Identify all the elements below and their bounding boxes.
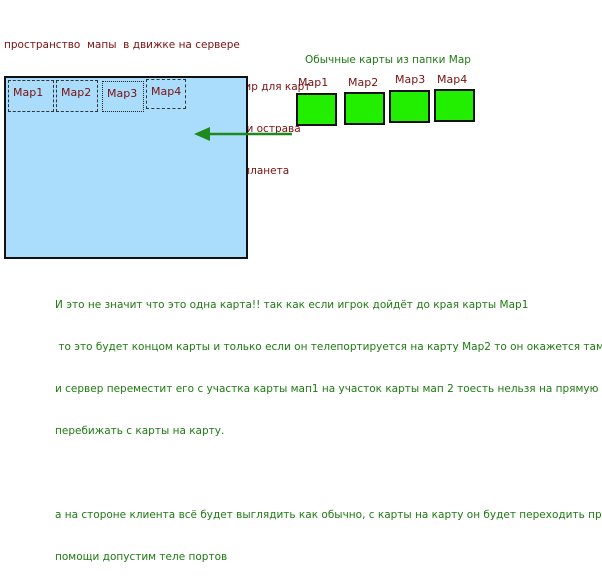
normal-map-label: Map4 <box>437 73 468 86</box>
server-sub-map-label: Map2 <box>61 86 92 99</box>
normal-map-label: Map3 <box>395 73 426 86</box>
server-sub-map-label: Map1 <box>13 86 44 99</box>
normal-map-box-4 <box>434 89 475 122</box>
server-sub-map-1: Map1 <box>8 80 54 112</box>
server-sub-map-4: Map4 <box>146 79 186 109</box>
normal-map-box-3 <box>389 90 430 123</box>
bottom-line: перебижать с карты на карту. <box>55 425 225 437</box>
bottom-line <box>55 466 602 480</box>
bottom-line: и сервер переместит его с участка карты … <box>55 383 599 395</box>
bottom-line: то это будет концом карты и только если … <box>55 341 602 353</box>
bottom-line: помощи допустим теле портов <box>55 551 228 563</box>
normal-map-box-1 <box>296 93 337 126</box>
normal-map-label: Map1 <box>298 76 329 89</box>
normal-maps-title: Обычные карты из папки Map <box>305 54 471 66</box>
server-sub-map-3: Map3 <box>102 81 144 112</box>
server-sub-map-label: Map3 <box>107 87 138 100</box>
bottom-description: И это не значит что это одна карта!! так… <box>55 270 602 578</box>
server-sub-map-2: Map2 <box>56 80 98 112</box>
normal-map-label: Map2 <box>348 76 379 89</box>
top-line: пространство мапы в движке на сервере <box>4 39 240 51</box>
server-map-area <box>4 76 248 259</box>
server-sub-map-label: Map4 <box>151 85 182 98</box>
bottom-line: И это не значит что это одна карта!! так… <box>55 299 529 311</box>
bottom-line: а на стороне клиента всё будет выглядить… <box>55 509 602 521</box>
normal-map-box-2 <box>344 92 385 125</box>
